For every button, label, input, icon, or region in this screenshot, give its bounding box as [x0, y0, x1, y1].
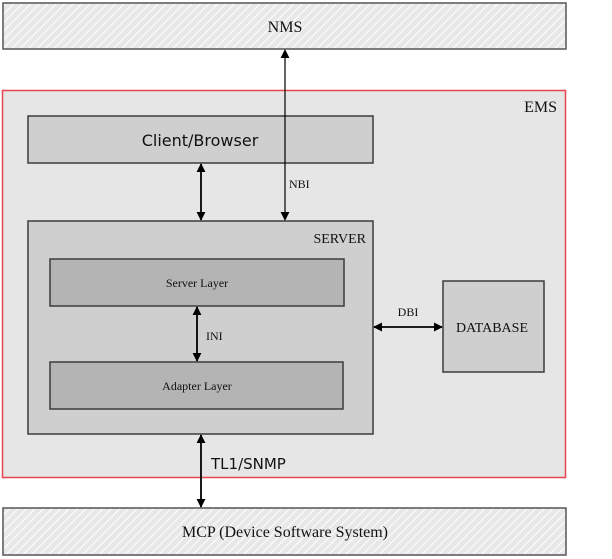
- client-label: Client/Browser: [142, 131, 259, 150]
- database-node: DATABASE: [442, 280, 545, 373]
- database-label: DATABASE: [456, 321, 528, 336]
- client-node: Client/Browser: [27, 115, 374, 164]
- server-label: SERVER: [313, 232, 366, 247]
- nbi-label: NBI: [289, 177, 310, 191]
- server-layer-label: Server Layer: [166, 276, 228, 290]
- adapter-layer-box: [49, 361, 344, 410]
- client-box: [27, 115, 374, 164]
- nms-box: [2, 2, 567, 50]
- ems-label: EMS: [524, 99, 557, 116]
- tl1-snmp-label: TL1/SNMP: [210, 455, 286, 473]
- edge-tl1-snmp: TL1/SNMP: [196, 434, 286, 508]
- edge-nbi: NBI: [280, 49, 310, 221]
- ini-label: INI: [206, 329, 223, 343]
- nms-label: NMS: [268, 19, 303, 36]
- database-box: [442, 280, 545, 373]
- mcp-node: MCP (Device Software System): [2, 507, 567, 556]
- edge-ini: INI: [192, 306, 223, 362]
- adapter-layer-label: Adapter Layer: [162, 379, 232, 393]
- nms-node: NMS: [2, 2, 567, 50]
- edge-dbi: DBI: [373, 305, 443, 332]
- dbi-label: DBI: [398, 305, 419, 319]
- server-node: SERVER Server Layer Adapter Layer: [27, 220, 374, 435]
- mcp-label: MCP (Device Software System): [182, 524, 388, 541]
- mcp-box: [2, 507, 567, 556]
- server-layer-box: [49, 258, 345, 307]
